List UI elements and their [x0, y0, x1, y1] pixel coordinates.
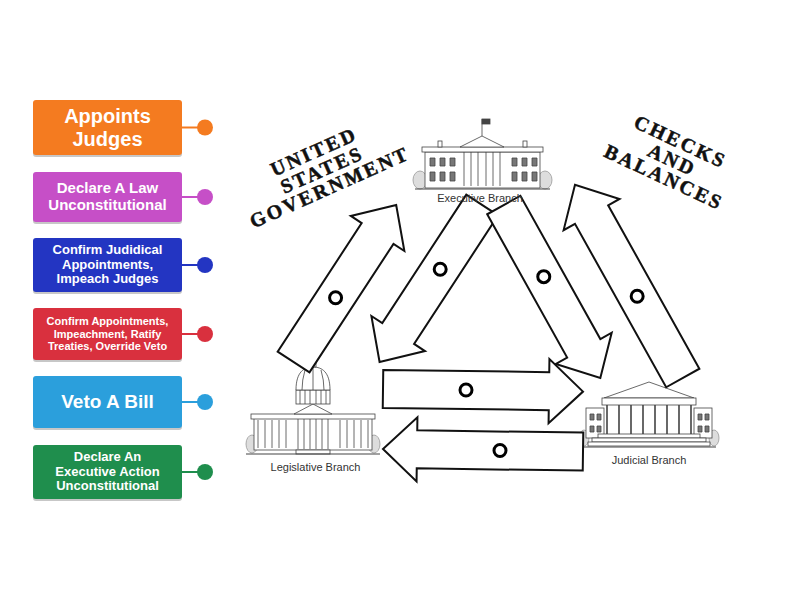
- building-columns: [464, 152, 500, 186]
- chimney: [523, 141, 527, 147]
- drop-slot: [330, 292, 342, 304]
- building-pediment: [460, 136, 504, 147]
- handle-dot: [197, 189, 213, 205]
- building-cornice: [422, 147, 543, 152]
- tile-text: Confirm Appointments, Impeachment, Ratif…: [41, 315, 174, 352]
- drop-slot: [538, 271, 550, 283]
- building-entablature: [602, 398, 696, 405]
- white-house-illustration: [413, 119, 552, 189]
- building-columns: [258, 420, 368, 448]
- handle-dot: [197, 464, 213, 480]
- tile-text: Declare A Law Unconstitutional: [39, 180, 176, 214]
- building-wing: [586, 408, 604, 438]
- tile-text: Appoints Judges: [39, 105, 176, 150]
- building-cornice: [251, 414, 375, 419]
- handle-stem: [182, 333, 198, 335]
- building-windows: [430, 158, 537, 181]
- tile-text: Confirm Judidical Appointments, Impeach …: [41, 243, 174, 287]
- answer-tile: Confirm Judidical Appointments, Impeach …: [33, 238, 182, 292]
- building-wing: [694, 408, 712, 438]
- handle-stem: [182, 401, 198, 403]
- portico-columns: [298, 419, 328, 449]
- heading-arc-text: CHECKS AND BALANCES: [601, 106, 743, 214]
- drop-slot: [631, 290, 643, 302]
- capitol-dome: [296, 367, 330, 390]
- branch-node: Judicial Branch: [583, 378, 715, 467]
- handle-dots: [182, 120, 213, 481]
- building-pediment: [294, 404, 332, 414]
- ground-line: [246, 453, 380, 454]
- branch-caption: Legislative Branch: [271, 461, 361, 474]
- building-wings: [254, 418, 372, 450]
- branch-caption: Judicial Branch: [612, 454, 687, 467]
- block-arrow: [564, 185, 700, 387]
- answer-tile: Appoints Judges: [33, 100, 182, 155]
- heading-arc-text: UNITED STATES GOVERNMENT: [231, 108, 413, 232]
- chimney: [438, 141, 442, 147]
- drop-slot: [494, 444, 506, 456]
- supreme-court-illustration: [579, 382, 719, 447]
- connectors: [278, 185, 700, 482]
- handle-dot: [197, 326, 213, 342]
- ground-line: [415, 188, 550, 189]
- handle-stem: [182, 127, 198, 129]
- tile-text: Veto A Bill: [61, 391, 154, 412]
- building-steps: [588, 442, 710, 446]
- drum-columns: [300, 390, 326, 404]
- building-body: [425, 152, 540, 188]
- answer-tile: Confirm Appointments, Impeachment, Ratif…: [33, 308, 182, 360]
- block-arrow: [383, 417, 583, 481]
- handle-dot: [197, 257, 213, 273]
- handle-dot: [197, 120, 213, 136]
- building-pediment: [604, 382, 694, 398]
- ground-line: [582, 446, 716, 447]
- branch-node: Executive Branch: [385, 110, 575, 205]
- dome-drum: [296, 390, 330, 404]
- tile-text: Declare An Executive Action Unconstituti…: [43, 450, 172, 494]
- answer-tile: Declare A Law Unconstitutional: [33, 172, 182, 222]
- handle-stem: [182, 196, 198, 198]
- answer-tile: Declare An Executive Action Unconstituti…: [33, 445, 182, 499]
- handle-stem: [182, 264, 198, 266]
- building-columns: [607, 405, 691, 434]
- drop-slot: [434, 263, 446, 275]
- flag: [482, 119, 490, 124]
- handle-dot: [197, 394, 213, 410]
- building-stylobate: [598, 434, 700, 438]
- block-arrow: [371, 195, 498, 362]
- answer-tile: Veto A Bill: [33, 376, 182, 428]
- branch-node: Legislative Branch: [248, 362, 383, 474]
- drop-slot: [460, 384, 472, 396]
- building-steps: [592, 438, 706, 442]
- block-arrow: [383, 359, 583, 423]
- handle-stem: [182, 471, 198, 473]
- branch-caption: Executive Branch: [437, 192, 523, 205]
